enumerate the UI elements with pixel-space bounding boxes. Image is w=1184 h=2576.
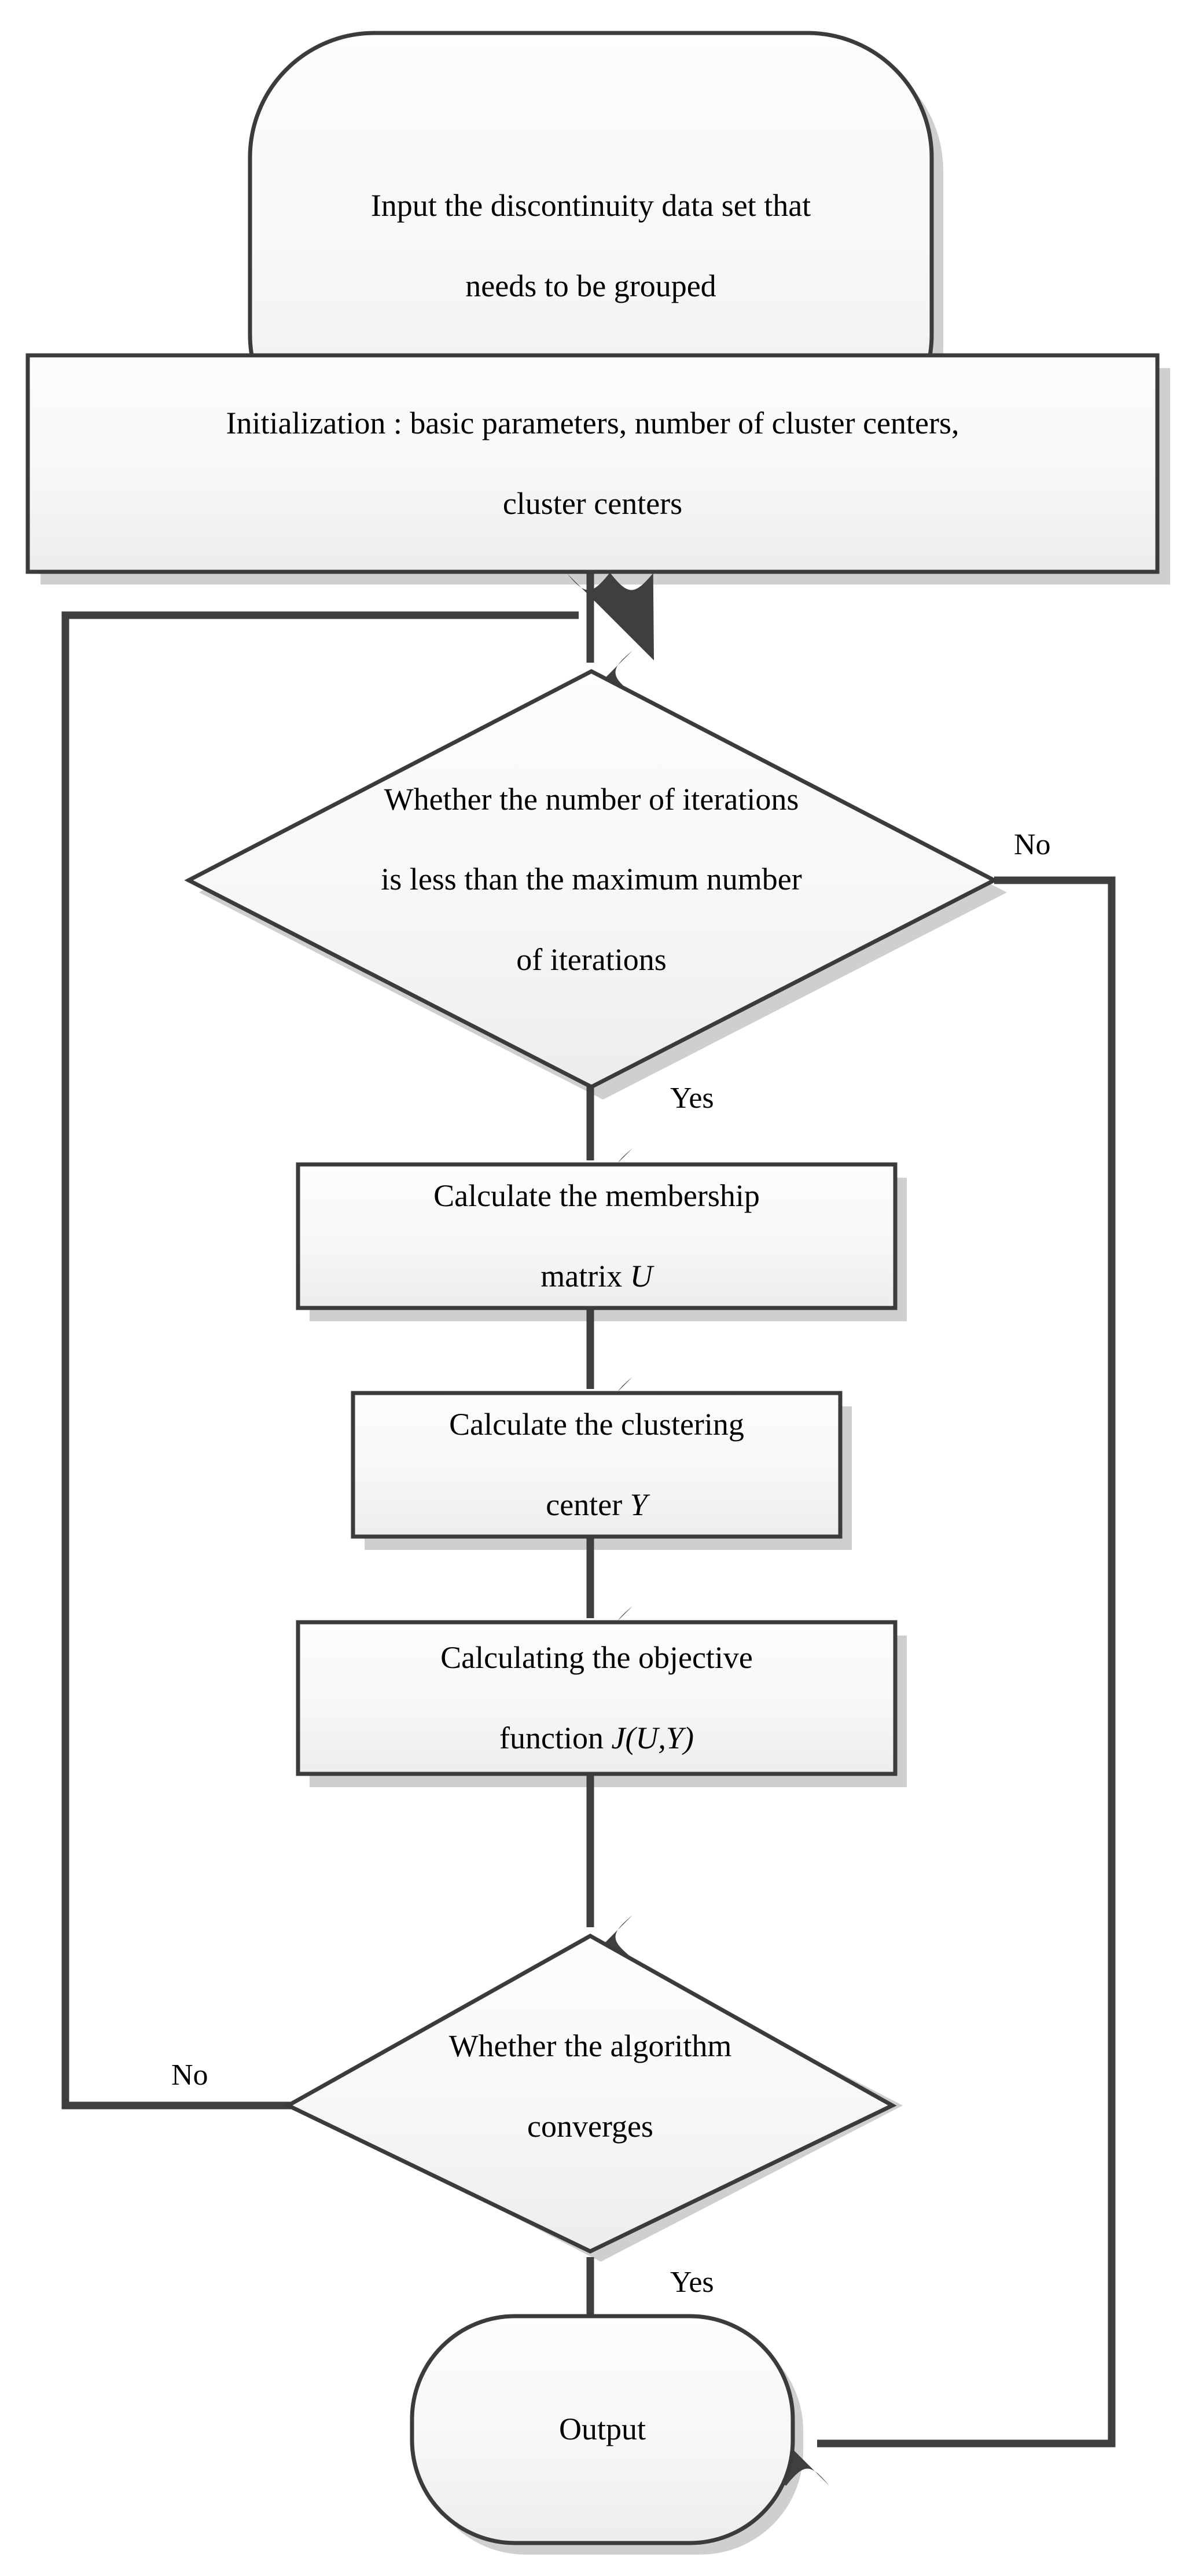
node-output-shape	[410, 2314, 795, 2545]
edge-label-converge-no: No	[171, 2059, 208, 2092]
shapes	[25, 31, 1160, 2545]
edge-decision-iterations-no	[742, 876, 1116, 2486]
node-calc-objective-shape	[296, 1620, 898, 1776]
edge-decision-converge-no	[61, 573, 654, 2110]
node-decision-converge-shape	[284, 1933, 897, 2254]
node-calc-membership-shape	[296, 1162, 898, 1310]
edge-label-converge-yes: Yes	[670, 2266, 714, 2299]
connectors	[61, 258, 1116, 2486]
edge-label-iterations-no: No	[1014, 828, 1051, 861]
edge-label-iterations-yes: Yes	[670, 1082, 714, 1115]
node-calc-center-shape	[351, 1391, 843, 1539]
node-init-shape	[25, 353, 1160, 574]
node-decision-iterations-shape	[184, 669, 999, 1089]
